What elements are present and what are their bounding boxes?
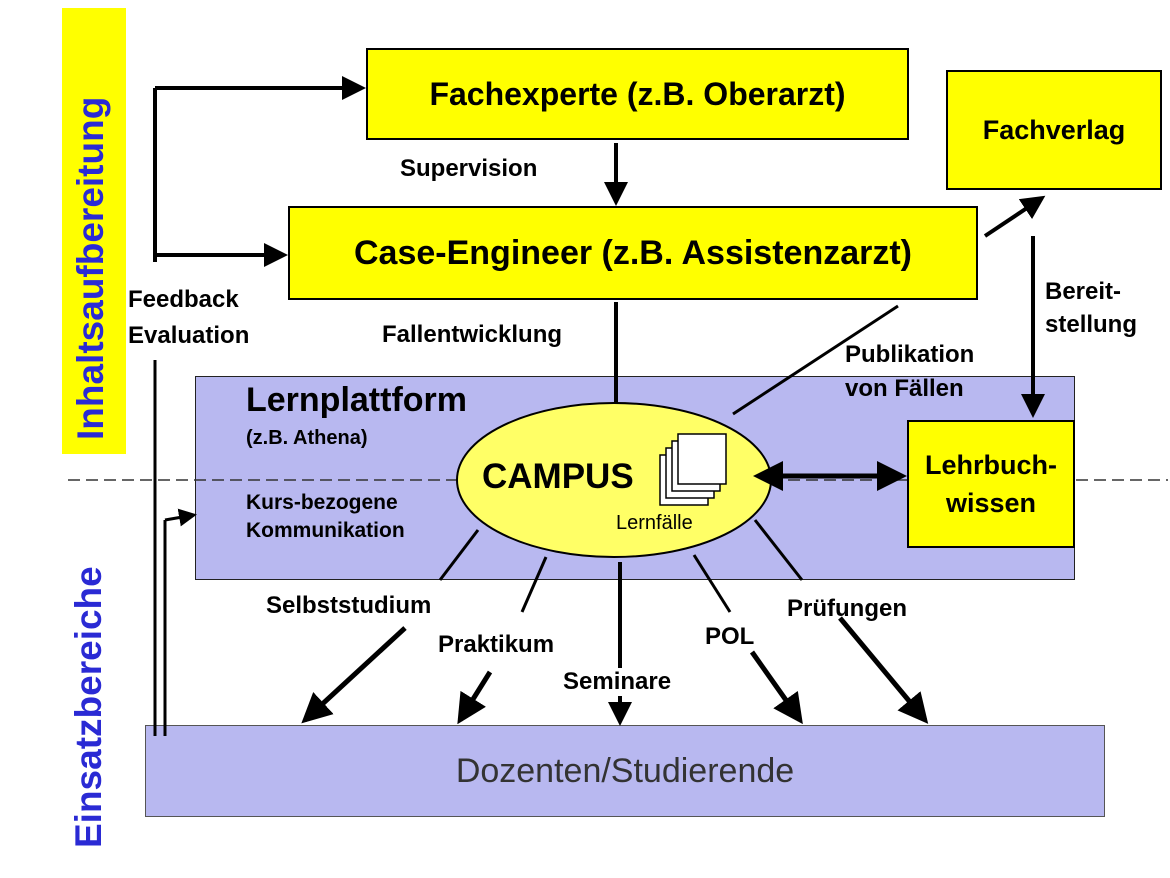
fachverlag-label: Fachverlag [982, 114, 1126, 145]
bereitstellung-label-line2: stellung [1045, 311, 1138, 338]
side-label-inhaltsaufbereitung: Inhaltsaufbereitung [70, 96, 111, 440]
publikation-label-line1: Publikation [845, 341, 975, 368]
lernfaelle-documents-icon [659, 433, 727, 506]
feedback-label: Feedback [128, 286, 239, 314]
seminare-label: Seminare [563, 668, 672, 696]
kommunikation-label: Kommunikation [246, 519, 405, 542]
line-to-pruefungen [753, 519, 804, 581]
fachexperte-box: Fachexperte (z.B. Oberarzt) [366, 48, 909, 140]
lehrbuch-label-line1: Lehrbuch- [925, 450, 1057, 480]
case-engineer-label: Case-Engineer (z.B. Assistenzarzt) [354, 233, 912, 272]
arrow-pol-down [749, 650, 803, 725]
line-to-praktikum [520, 556, 548, 613]
campus-title: CAMPUS [482, 457, 634, 496]
evaluation-label: Evaluation [128, 322, 250, 350]
supervision-label: Supervision [400, 155, 538, 182]
lernplattform-subtitle: (z.B. Athena) [246, 427, 368, 449]
side-label-top-bg [62, 8, 126, 454]
arrow-praktikum-down [457, 670, 493, 725]
publikation-label-line2: von Fällen [845, 375, 964, 402]
selbststudium-label: Selbststudium [266, 592, 432, 619]
feedback-arrow-to-lernplattform [164, 508, 197, 527]
fachverlag-box: Fachverlag [946, 70, 1162, 190]
line-to-pol [692, 554, 732, 613]
praktikum-label: Praktikum [438, 631, 555, 658]
dozenten-studierende-box: Dozenten/Studierende [145, 725, 1105, 817]
bereitstellung-label-line1: Bereit- [1045, 278, 1122, 305]
arrow-selbststudium-down [301, 626, 407, 724]
fachexperte-label: Fachexperte (z.B. Oberarzt) [429, 75, 846, 112]
arrow-pruefungen-down [838, 616, 929, 724]
pol-label: POL [705, 623, 755, 650]
campus-subtitle-lernfaelle: Lernfälle [616, 512, 693, 534]
publikation-line [732, 304, 899, 416]
arrow-case-engineer-to-fachverlag [983, 195, 1046, 238]
dozenten-studierende-label: Dozenten/Studierende [455, 751, 795, 790]
line-to-selbststudium [438, 529, 480, 581]
lehrbuchwissen-box: Lehrbuch- wissen [907, 420, 1075, 548]
lehrbuch-label-line2: wissen [945, 488, 1037, 518]
lernplattform-title: Lernplattform [246, 381, 467, 419]
pruefungen-label: Prüfungen [787, 595, 907, 622]
kurs-bezogene-label: Kurs-bezogene [246, 491, 398, 514]
side-label-einsatzbereiche: Einsatzbereiche [68, 566, 109, 848]
case-engineer-box: Case-Engineer (z.B. Assistenzarzt) [288, 206, 978, 300]
fallentwicklung-label: Fallentwicklung [382, 321, 563, 348]
